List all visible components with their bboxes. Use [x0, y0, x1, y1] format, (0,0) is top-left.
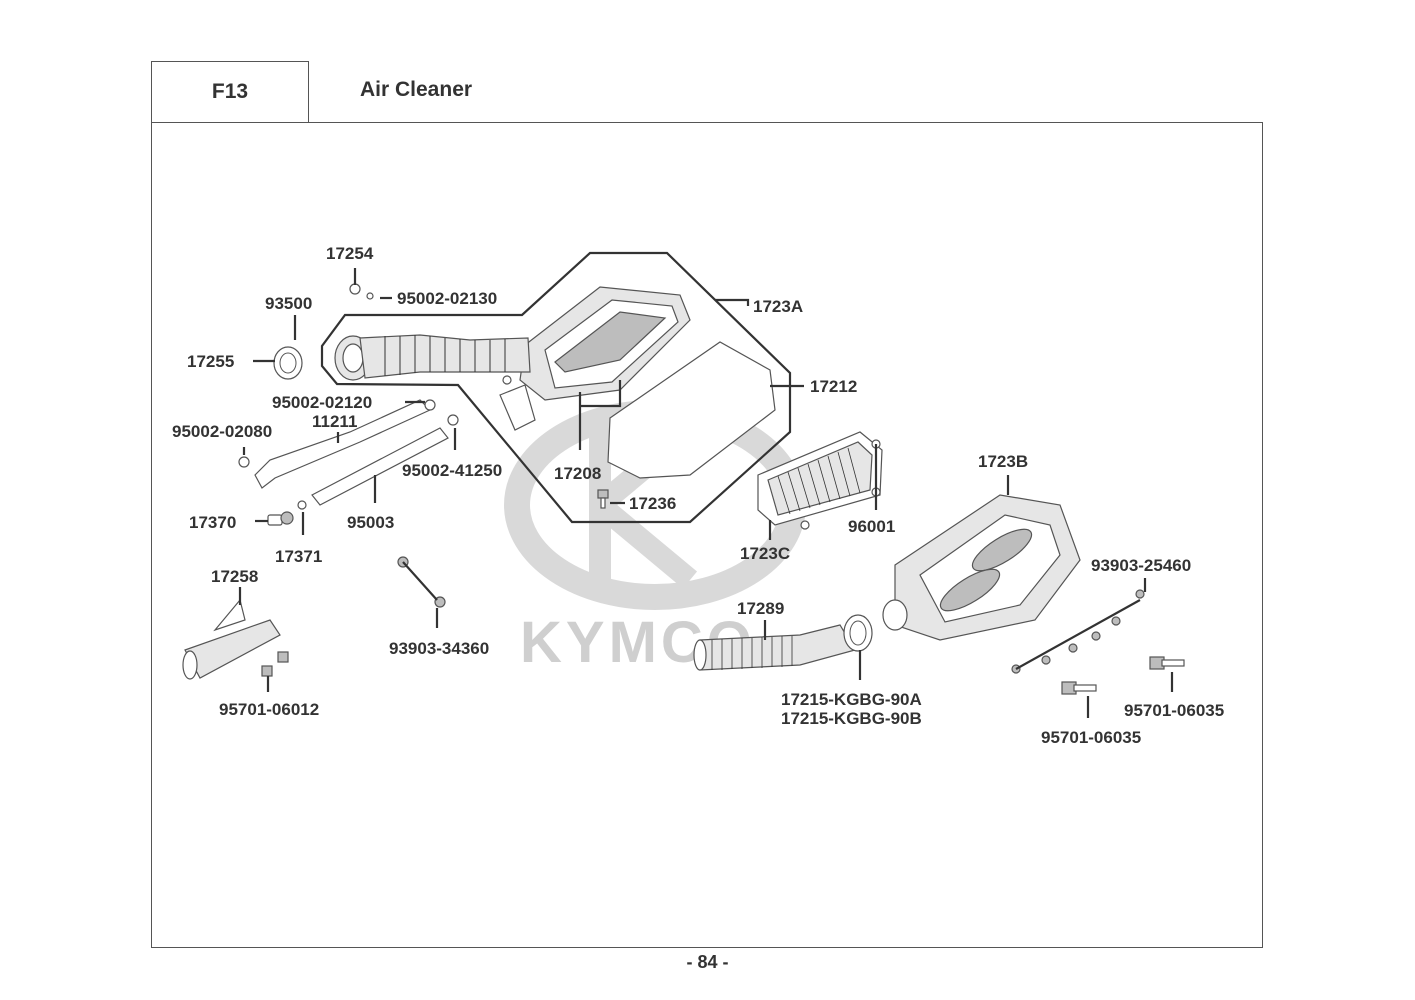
- part-labels: 17254 95002-02130 93500 1723A 17255 1721…: [172, 244, 1224, 747]
- label-95002-02130: 95002-02130: [397, 289, 497, 308]
- label-93903-25460: 93903-25460: [1091, 556, 1191, 575]
- page-number: - 84 -: [686, 952, 729, 972]
- label-95002-02080: 95002-02080: [172, 422, 272, 441]
- screws-93903-25460: [1011, 589, 1145, 674]
- label-95003: 95003: [347, 513, 394, 532]
- label-17371: 17371: [275, 547, 322, 566]
- air-box-housing: [499, 286, 691, 431]
- label-17254: 17254: [326, 244, 374, 263]
- filter-gasket: [607, 341, 776, 479]
- small-clips: [238, 283, 459, 510]
- label-17370: 17370: [189, 513, 236, 532]
- label-95701-06035-left: 95701-06035: [1041, 728, 1141, 747]
- label-95701-06035-right: 95701-06035: [1124, 701, 1224, 720]
- label-93903-34360: 93903-34360: [389, 639, 489, 658]
- clamp-93500: [273, 346, 303, 380]
- label-1723A: 1723A: [753, 297, 803, 316]
- label-95002-02120: 95002-02120: [272, 393, 372, 412]
- leader-lines: [238, 268, 1174, 718]
- intake-duct: [334, 334, 531, 385]
- clamp-17215: [843, 614, 873, 652]
- label-1723C: 1723C: [740, 544, 790, 563]
- air-box-1723B: [882, 494, 1081, 641]
- hose-17289: [693, 624, 856, 671]
- section-title: Air Cleaner: [360, 78, 473, 101]
- filter-element: [757, 431, 883, 526]
- label-17255: 17255: [187, 352, 234, 371]
- label-93500: 93500: [265, 294, 312, 313]
- label-17215-KGBG-90B: 17215-KGBG-90B: [781, 709, 922, 728]
- bracket-17258: [182, 598, 289, 680]
- section-code: F13: [151, 61, 309, 122]
- bolts-95701-06035: [1061, 656, 1185, 695]
- label-17215-KGBG-90A: 17215-KGBG-90A: [781, 690, 922, 709]
- label-95701-06012: 95701-06012: [219, 700, 319, 719]
- label-17208: 17208: [554, 464, 601, 483]
- assembly-outline-1723A: [320, 251, 792, 524]
- label-95002-41250: 95002-41250: [402, 461, 502, 480]
- label-96001: 96001: [848, 517, 895, 536]
- label-11211: 11211: [312, 412, 357, 431]
- label-1723B: 1723B: [978, 452, 1028, 471]
- label-17212: 17212: [810, 377, 857, 396]
- label-17258: 17258: [211, 567, 258, 586]
- screw-17236: [597, 489, 609, 509]
- label-17289: 17289: [737, 599, 784, 618]
- label-17236: 17236: [629, 494, 676, 513]
- drain-plug-17370: [267, 511, 294, 526]
- tube-95003: [311, 427, 449, 506]
- diagram-frame: [151, 122, 1263, 948]
